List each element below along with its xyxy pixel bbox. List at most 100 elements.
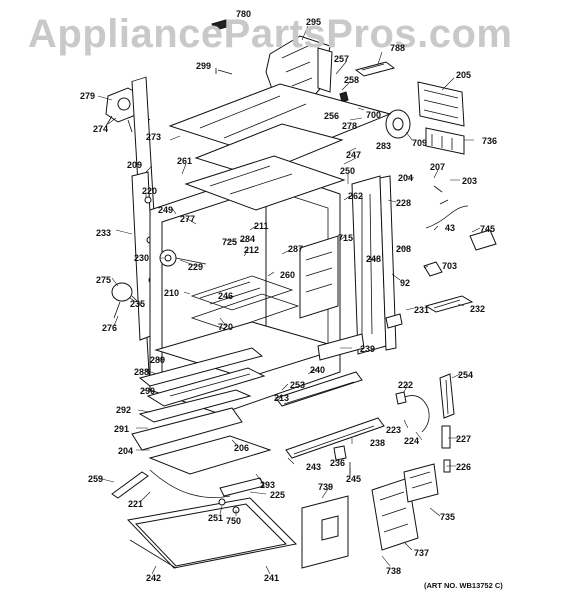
callout-232: 232 [470,304,486,314]
callout-206: 206 [234,443,250,453]
callout-715: 715 [338,233,354,243]
callout-253: 253 [290,380,306,390]
callout-249: 249 [158,205,174,215]
callout-207: 207 [430,162,446,172]
site-watermark: AppliancePartsPros.com [28,12,513,56]
part-relay-735 [403,463,439,503]
callout-226: 226 [456,462,472,472]
part-hinge-254 [439,373,455,419]
callout-276: 276 [102,323,118,333]
callout-257: 257 [334,54,350,64]
part-igniter-229 [159,249,207,267]
part-bottom-panel-293 [148,435,272,497]
callout-227: 227 [456,434,472,444]
callout-231: 231 [414,305,430,315]
callout-43: 43 [445,223,456,233]
callout-261: 261 [177,156,193,166]
part-burner-246 [190,275,300,331]
callout-780: 780 [236,9,252,19]
callout-212: 212 [244,245,260,255]
callout-250: 250 [340,166,356,176]
callout-738: 738 [386,566,402,576]
callout-221: 221 [128,499,144,509]
callout-223: 223 [386,425,402,435]
callout-259: 259 [88,474,104,484]
part-socket-709 [385,109,411,139]
callout-213: 213 [274,393,290,403]
callout-210: 210 [164,288,180,298]
part-manifold-240 [275,371,363,407]
callout-273: 273 [146,132,162,142]
part-sensor-227 [441,425,451,473]
callout-209: 209 [127,160,143,170]
part-bracket-739 [301,495,349,569]
part-bracket-205 [417,81,465,127]
callout-204: 204 [398,173,414,183]
callout-700: 700 [366,110,382,120]
part-burner-tube-243 [285,417,385,459]
callout-290: 290 [140,386,156,396]
callout-246: 246 [218,291,234,301]
callout-283: 283 [376,141,392,151]
part-valve-222 [395,391,430,433]
callout-279: 279 [80,91,96,101]
part-oven-liner-211 [184,155,346,211]
callout-739: 739 [318,482,334,492]
callout-256: 256 [324,111,340,121]
callout-230: 230 [134,253,150,263]
callout-229: 229 [188,262,204,272]
callout-709: 709 [412,138,428,148]
callout-260: 260 [280,270,296,280]
callout-251: 251 [208,513,224,523]
callout-205: 205 [456,70,472,80]
callout-236: 236 [330,458,346,468]
callout-736: 736 [482,136,498,146]
part-harness-43 [423,185,497,277]
callout-240: 240 [310,365,326,375]
callout-703: 703 [442,261,458,271]
callout-248: 248 [366,254,382,264]
callout-292: 292 [116,405,132,415]
callout-239: 239 [360,344,376,354]
callout-225: 225 [270,490,286,500]
callout-750: 750 [226,516,242,526]
part-insulation-275 [111,282,143,319]
callout-222: 222 [398,380,414,390]
part-drawer-bottom-292 [131,389,252,451]
part-drawer-panel-242 [126,497,298,569]
callout-287: 287 [288,244,304,254]
callout-254: 254 [458,370,474,380]
callout-245: 245 [346,474,362,484]
callout-220: 220 [142,186,158,196]
callout-262: 262 [348,191,364,201]
callout-284: 284 [240,234,256,244]
part-clip-780 [211,19,231,31]
callout-242: 242 [146,573,162,583]
part-lower-cavity-289 [138,321,344,407]
callout-735: 735 [440,512,456,522]
callout-235: 235 [130,299,146,309]
callout-277: 277 [180,214,196,224]
callout-211: 211 [254,221,269,231]
callout-203: 203 [462,176,478,186]
part-screw-299 [215,68,233,75]
callout-228: 228 [396,198,412,208]
callout-243: 243 [306,462,322,472]
callout-293: 293 [260,480,276,490]
part-terminal-736 [425,127,465,155]
callout-725: 725 [222,237,238,247]
callout-241: 241 [264,573,280,583]
callout-92: 92 [400,278,411,288]
callout-238: 238 [370,438,386,448]
callout-224: 224 [404,436,420,446]
callout-233: 233 [96,228,112,238]
callout-737: 737 [414,548,430,558]
callout-299: 299 [196,61,212,71]
part-vent-trim-788 [354,61,396,77]
part-rear-bracket-287 [299,235,339,319]
part-channel-239 [317,333,365,361]
callout-274: 274 [93,124,109,134]
callout-745: 745 [480,224,496,234]
callout-247: 247 [346,150,362,160]
